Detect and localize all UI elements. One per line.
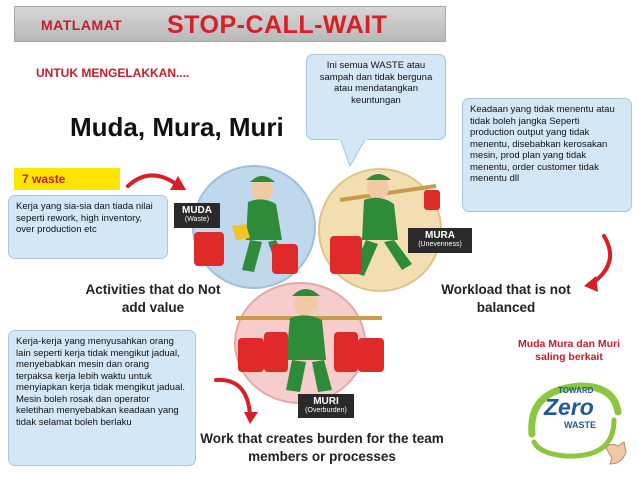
muri-label: MURI (Overburden) [298, 394, 354, 418]
heading: Muda, Mura, Muri [70, 112, 284, 142]
arrowhead-mura [584, 276, 598, 292]
logo-toward-text: TOWARD [558, 386, 594, 395]
arrow-to-muri-caption [214, 377, 252, 418]
muri-label-name: MURI [313, 396, 339, 407]
muri-caption: Work that creates burden for the team me… [200, 431, 444, 464]
arrowhead-muda [170, 176, 186, 190]
mura-note: Keadaan yang tidak menentu atau tidak bo… [462, 98, 632, 212]
mura-worker-figure [330, 174, 440, 276]
waste-speech-bubble: Ini semua WASTE atau sampah dan tidak be… [306, 54, 446, 140]
zero-waste-logo: TOWARD Zero WASTE [510, 372, 632, 472]
mura-caption: Workload that is not balanced [441, 282, 571, 315]
subtitle: UNTUK MENGELAKKAN.... [36, 66, 190, 80]
mura-label-sub: (Unevenness) [418, 241, 462, 248]
muda-note: Kerja yang sia-sia dan tiada nilai seper… [8, 195, 168, 259]
muda-worker-figure [194, 176, 298, 274]
muri-worker-figure [236, 289, 384, 392]
arrow-7waste-to-muda [126, 173, 178, 188]
muri-note: Kerja-kerja yang menyusahkan orang lain … [8, 330, 196, 466]
arrowhead-muri [244, 412, 258, 424]
mura-label-name: MURA [425, 230, 455, 241]
muda-label: MUDA (Waste) [174, 203, 220, 228]
logo-waste-text: WASTE [564, 420, 597, 430]
title-prefix: MATLAMAT [41, 17, 123, 33]
muda-label-name: MUDA [182, 205, 212, 216]
bubble-tail-joint [339, 136, 367, 140]
muri-label-sub: (Overburden) [305, 407, 347, 414]
title-bar: MATLAMAT STOP-CALL-WAIT [14, 6, 446, 42]
seven-waste-tag: 7 waste [14, 168, 120, 190]
bubble-tail [339, 137, 367, 168]
linked-note: Muda Mura dan Muri saling berkait [517, 338, 621, 363]
logo-zero-text: Zero [544, 394, 594, 420]
zero-waste-swoosh-icon [528, 382, 627, 465]
muda-caption: Activities that do Not add value [85, 282, 221, 315]
title-main: STOP-CALL-WAIT [167, 11, 388, 39]
mura-label: MURA (Unevenness) [408, 228, 472, 253]
arrow-to-mura-caption [592, 234, 613, 284]
muda-label-sub: (Waste) [184, 216, 210, 223]
